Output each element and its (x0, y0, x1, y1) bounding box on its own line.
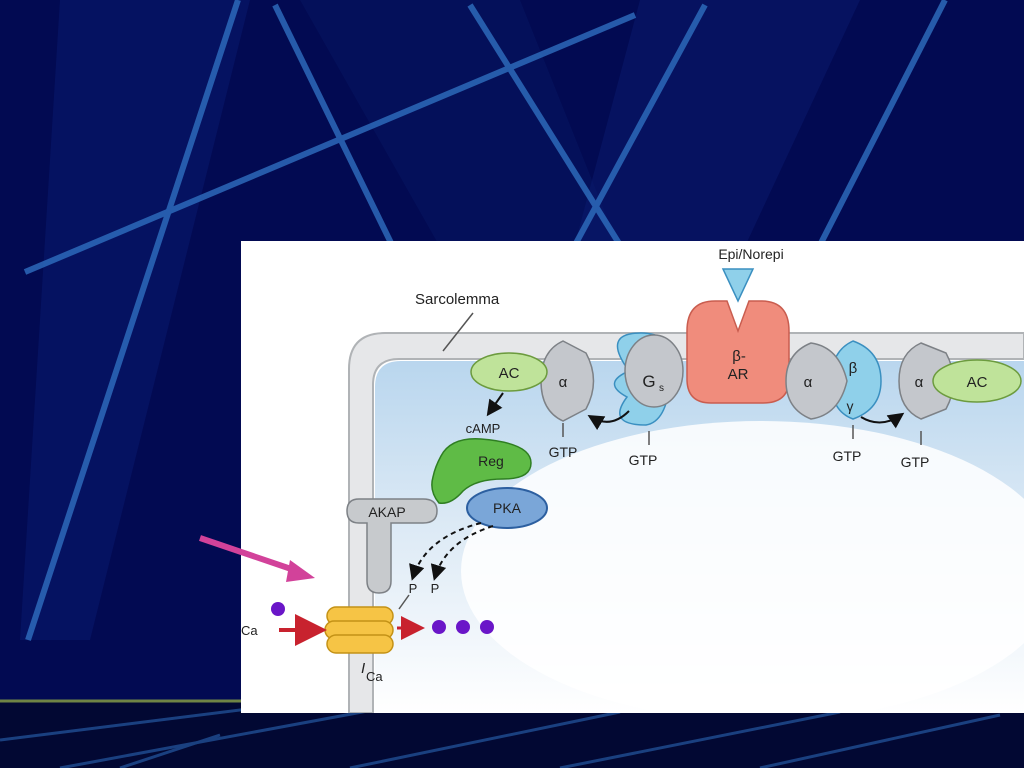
ca-ion (271, 602, 285, 616)
ca-ion (432, 620, 446, 634)
alpha-left-label: α (559, 374, 568, 391)
footer-lines (0, 703, 1001, 768)
receptor-label-top: β- (732, 348, 746, 365)
ac-left (470, 352, 548, 392)
reg-label: Reg (478, 453, 504, 469)
receptor-label-bottom: AR (728, 366, 749, 383)
ca-ion (480, 620, 494, 634)
gtp-label: GTP (629, 452, 658, 468)
ac-left-label: AC (499, 365, 520, 382)
phosphate-label: P (431, 581, 440, 596)
gs-subscript: s (659, 383, 664, 394)
ac-right (932, 359, 1022, 403)
akap (346, 498, 438, 594)
calcium-channel (324, 606, 394, 654)
alpha-subunit-left (540, 340, 595, 422)
ligand-label: Epi/Norepi (718, 246, 783, 262)
ac-right-label: AC (967, 374, 988, 391)
ligand-triangle-icon (721, 268, 755, 303)
gtp-label: GTP (833, 448, 862, 464)
beta-label: β (849, 360, 858, 377)
camp-label: cAMP (466, 421, 501, 436)
decorative-lines (23, 0, 948, 641)
phosphate-label: P (409, 581, 418, 596)
beta-receptor (686, 300, 790, 404)
signaling-figure: Epi/Norepi Sarcolemma AC AC α G s β- AR … (241, 241, 1024, 713)
sarcolemma-pointer-line (442, 312, 474, 352)
ca-label: Ca (241, 623, 258, 638)
alpha-right-label: α (915, 374, 924, 391)
pka-label: PKA (493, 500, 522, 516)
reg-subunit (431, 438, 532, 504)
gamma-label: γ (847, 398, 854, 414)
alpha-middle-label: α (804, 374, 813, 391)
gs-label: G (642, 372, 655, 391)
sarcolemma-membrane (348, 332, 1024, 713)
gtp-label: GTP (901, 454, 930, 470)
ca-ion (456, 620, 470, 634)
alpha-subunit-middle (785, 342, 848, 420)
akap-label: AKAP (368, 504, 405, 520)
pka (466, 487, 548, 529)
ica-label: I (361, 660, 365, 677)
sarcolemma-label: Sarcolemma (415, 291, 500, 308)
ica-subscript: Ca (366, 669, 383, 684)
gtp-label: GTP (549, 444, 578, 460)
